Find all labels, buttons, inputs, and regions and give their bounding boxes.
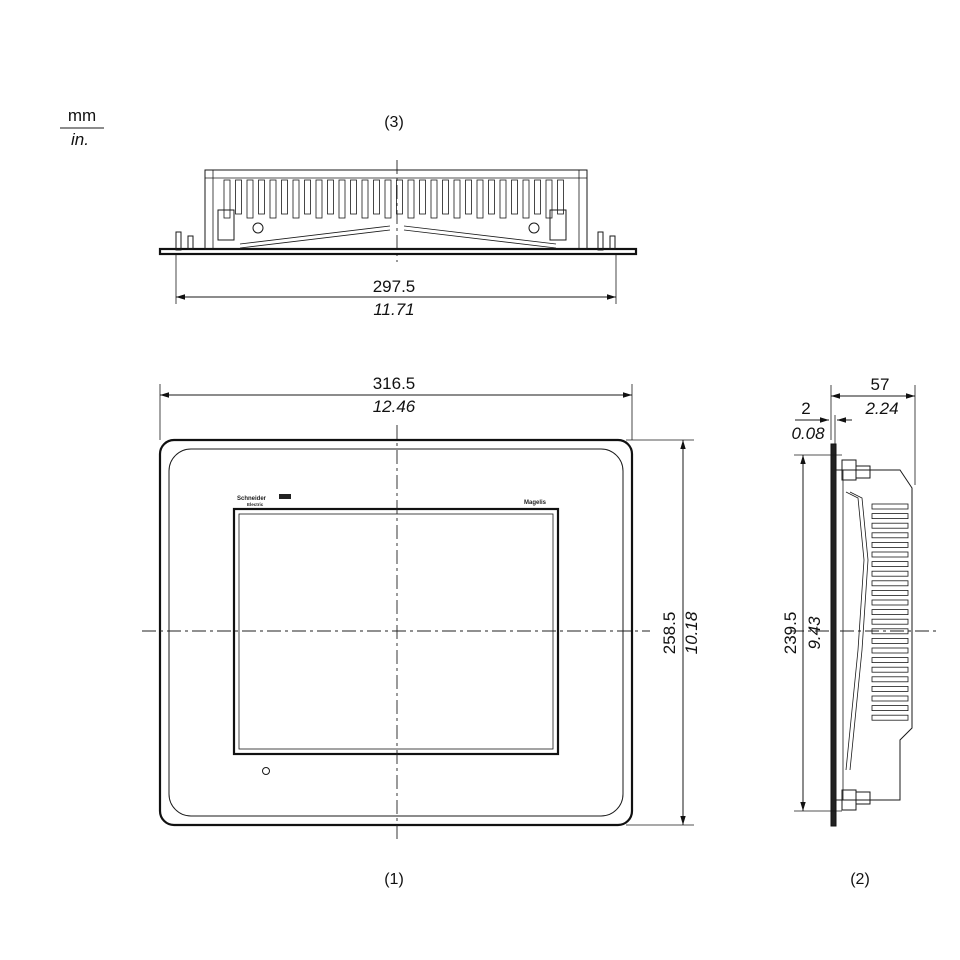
vent-slot [453,179,461,219]
vent-slot [871,551,909,558]
side-height-in: 9.43 [805,616,824,650]
vent-slot [871,647,909,654]
power-led [262,767,270,775]
side-depth-in: 2.24 [864,399,898,418]
vent-slot [511,179,518,215]
brand-logo-left-sub: Electric [247,502,264,507]
vent-slot [373,179,380,215]
brand-logo-right: Magelis [524,500,547,506]
side-view-label: (2) [850,871,870,888]
vent-slot [871,705,909,711]
vent-slot [361,179,369,219]
vent-slot [488,179,495,215]
side-bezel-in: 0.08 [791,424,825,443]
vent-slot [871,503,909,510]
vent-slot [327,179,334,215]
vent-slot [465,179,472,215]
front-width-mm: 316.5 [373,374,416,393]
vent-slot [384,179,392,219]
vent-slot [476,179,484,219]
vent-slot [407,179,415,219]
vent-slot [545,179,553,219]
vent-slot [522,179,530,219]
vent-slot [871,599,909,606]
front-width-in: 12.46 [373,397,416,416]
side-view: 57 2.24 2 0.08 239.5 9.43 (2) [781,375,940,888]
front-bezel-inner [168,448,624,817]
vent-slot [246,179,254,219]
vent-slot [419,179,426,215]
brand-logo-left: Schneider [237,496,267,502]
vent-slot [396,179,403,215]
side-height-mm: 239.5 [781,612,800,655]
vent-slot [871,609,909,615]
vent-slot [871,714,909,721]
vent-slot [871,580,909,587]
vent-slot [499,179,507,219]
unit-in: in. [71,130,89,149]
front-height-mm: 258.5 [660,612,679,655]
vent-slot [871,561,909,567]
side-bezel-mm: 2 [801,399,810,418]
vent-slot [258,179,265,215]
vent-slot [871,513,909,519]
vent-slot [871,686,909,692]
vent-slot [223,179,231,219]
vent-slot [871,570,909,577]
vent-slot [557,179,564,215]
vent-slot [871,542,909,548]
vent-slot [269,179,277,219]
top-width-in: 11.71 [373,300,414,319]
top-view-label: (3) [384,114,404,131]
vent-slot [304,179,311,215]
vent-slot [292,179,300,219]
vent-slot [442,179,449,215]
front-bezel [158,438,634,827]
unit-mm: mm [68,106,96,125]
vent-slot [871,522,909,529]
front-view-label: (1) [384,871,404,888]
vent-slot [871,618,909,625]
vent-slot [871,638,909,644]
display-screen [232,507,560,756]
top-width-mm: 297.5 [373,277,416,296]
units-legend: mm in. [60,106,104,149]
vent-slot [430,179,438,219]
vent-slot [871,695,909,702]
vent-slot [281,179,288,215]
side-vents [871,503,909,721]
vent-slot [235,179,242,215]
vent-slot [534,179,541,215]
vent-slot [350,179,357,215]
side-depth-mm: 57 [871,375,890,394]
top-view: (3) 297.5 11.71 [158,114,638,319]
vent-slot [871,666,909,673]
vent-slot [871,676,909,683]
vent-slot [871,657,909,663]
vent-slot [338,179,346,219]
front-view: 316.5 12.46 Schneider Electric Magelis 2… [142,374,701,888]
front-height-in: 10.18 [682,611,701,654]
vent-slot [871,590,909,596]
vent-slot [315,179,323,219]
vent-slot [871,532,909,539]
top-vents [223,179,564,219]
